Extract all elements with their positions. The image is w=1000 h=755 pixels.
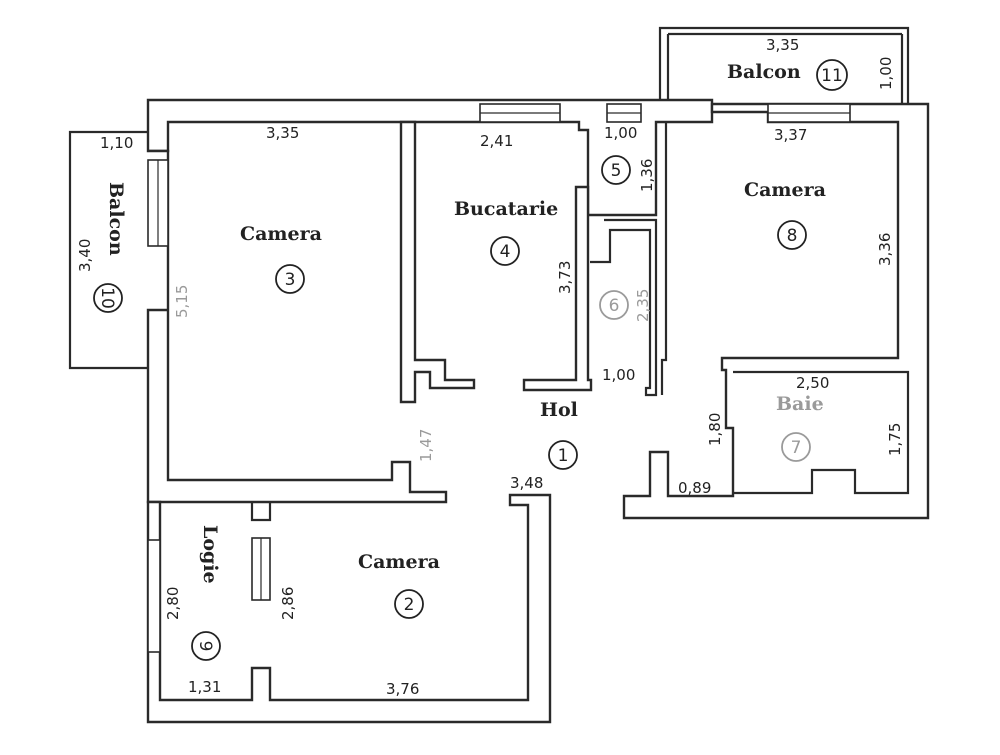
dim-room6-width: 1,00 bbox=[602, 366, 635, 384]
window-logie bbox=[147, 539, 161, 653]
dim-room6-length: 2,35 bbox=[634, 289, 652, 322]
room-number-1: 1 bbox=[548, 440, 578, 470]
wall-kitchen-right bbox=[522, 185, 593, 392]
svg-text:5: 5 bbox=[611, 161, 622, 181]
wall-camera3-right bbox=[399, 120, 476, 404]
svg-text:7: 7 bbox=[791, 438, 802, 458]
wall-baie bbox=[733, 370, 910, 495]
room-name-balcon10: Balcon bbox=[105, 182, 127, 256]
dim-balcon10-length: 3,40 bbox=[76, 239, 94, 272]
room-name-baie: Baie bbox=[776, 393, 824, 415]
dim-logie-length: 2,80 bbox=[164, 587, 182, 620]
dim-balcon10-top: 1,10 bbox=[100, 134, 133, 152]
dim-logie-width: 1,31 bbox=[188, 678, 221, 696]
room-number-10: 10 bbox=[93, 283, 123, 313]
room-name-hol: Hol bbox=[540, 399, 578, 421]
dim-room5-length: 1,36 bbox=[638, 159, 656, 192]
svg-text:1: 1 bbox=[558, 446, 569, 466]
dim-room5-width: 1,00 bbox=[604, 124, 637, 142]
room-name-camera2: Camera bbox=[358, 551, 440, 573]
room-name-bucatarie: Bucatarie bbox=[454, 198, 558, 220]
svg-text:9: 9 bbox=[195, 641, 215, 652]
svg-text:3: 3 bbox=[285, 270, 296, 290]
wall-logie-separator bbox=[250, 502, 272, 522]
room-number-8: 8 bbox=[777, 220, 807, 250]
room-name-camera8: Camera bbox=[744, 179, 826, 201]
dim-bucatarie-length: 3,73 bbox=[556, 261, 574, 294]
svg-text:11: 11 bbox=[821, 66, 843, 86]
dim-baie-step: 0,89 bbox=[678, 479, 711, 497]
svg-text:4: 4 bbox=[500, 242, 511, 262]
wall-top-right bbox=[622, 102, 930, 520]
svg-text:6: 6 bbox=[609, 296, 620, 316]
windows bbox=[147, 103, 851, 653]
dim-camera8-width: 3,37 bbox=[774, 126, 807, 144]
walls bbox=[68, 26, 930, 724]
room-number-3: 3 bbox=[275, 264, 305, 294]
room-number-4: 4 bbox=[490, 236, 520, 266]
room-number-2: 2 bbox=[394, 589, 424, 619]
dim-bucatarie-width: 2,41 bbox=[480, 132, 513, 150]
dim-camera2-width: 3,76 bbox=[386, 680, 419, 698]
wall-bottom bbox=[146, 493, 552, 724]
room-number-6: 6 bbox=[599, 290, 629, 320]
wall-balcon10 bbox=[68, 130, 148, 370]
room-name-logie: Logie bbox=[199, 525, 221, 584]
wall-left-upper bbox=[146, 149, 448, 504]
dim-hol-width: 3,48 bbox=[510, 474, 543, 492]
room-number-9: 9 bbox=[191, 631, 221, 661]
room-number-7: 7 bbox=[781, 432, 811, 462]
dim-hol-length: 1,47 bbox=[417, 429, 435, 462]
wall-camera8-left bbox=[660, 122, 668, 395]
dim-camera8-length: 3,36 bbox=[876, 233, 894, 266]
dim-balcon11-depth: 1,00 bbox=[877, 57, 895, 90]
svg-text:10: 10 bbox=[97, 287, 117, 309]
room-name-balcon11: Balcon bbox=[727, 61, 801, 83]
dim-camera2-length: 2,86 bbox=[279, 587, 297, 620]
wall-room6 bbox=[590, 218, 658, 397]
dim-camera3-width: 3,35 bbox=[266, 124, 299, 142]
dim-balcon11-width: 3,35 bbox=[766, 36, 799, 54]
svg-text:2: 2 bbox=[404, 595, 415, 615]
dim-baie-wall: 1,80 bbox=[706, 413, 724, 446]
dim-baie-length: 1,75 bbox=[886, 423, 904, 456]
dim-camera3-length: 5,15 bbox=[173, 285, 191, 318]
room-name-camera3: Camera bbox=[240, 223, 322, 245]
wall-balcon11 bbox=[658, 26, 910, 104]
svg-text:8: 8 bbox=[787, 226, 798, 246]
room-number-5: 5 bbox=[601, 155, 631, 185]
dim-baie-width: 2,50 bbox=[796, 374, 829, 392]
room-number-11: 11 bbox=[816, 59, 848, 91]
